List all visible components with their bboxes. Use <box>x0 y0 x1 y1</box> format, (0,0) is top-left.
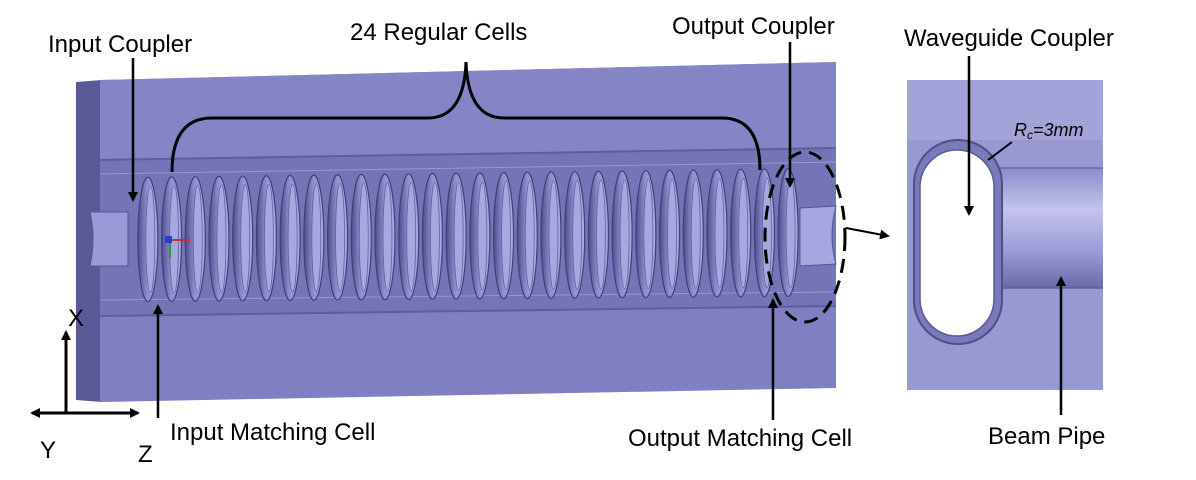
regular-cell-iris <box>382 182 393 292</box>
axis-triad <box>30 330 140 418</box>
regular-cell-iris <box>430 181 440 291</box>
axis-x-label: X <box>68 305 84 332</box>
output-coupler-label: Output Coupler <box>672 13 835 40</box>
regular-cells-brace <box>170 61 762 173</box>
regular-cell-iris <box>667 178 677 289</box>
regular-cell-iris <box>524 180 535 291</box>
regular-cell-iris <box>477 181 488 291</box>
regular-cells-label: 24 Regular Cells <box>350 19 527 46</box>
waveguide-coupler-opening <box>919 149 995 337</box>
axis-gizmo <box>165 236 190 258</box>
regular-cell-iris <box>690 178 701 289</box>
regular-cell-iris <box>287 183 298 293</box>
regular-cell-iris <box>264 184 274 293</box>
radius-label: Rc=3mm <box>1014 120 1084 142</box>
input-matching-cell-label: Input Matching Cell <box>170 419 375 446</box>
regular-cell-iris <box>453 181 464 291</box>
axis-z-label: Z <box>138 441 153 468</box>
detail-view <box>907 80 1103 390</box>
regular-cell-iris <box>572 180 583 290</box>
output-coupler-cell-iris <box>785 177 796 288</box>
regular-cell-iris <box>216 184 227 293</box>
regular-cell-iris <box>192 185 203 293</box>
body-side-face <box>76 80 102 402</box>
output-matching-cell-iris <box>762 177 772 289</box>
body-top-strip <box>100 62 836 160</box>
regular-cell-iris <box>358 182 369 292</box>
axis-y-label: Y <box>40 437 56 464</box>
input-coupler-cell-iris <box>145 185 156 294</box>
regular-cell-iris <box>335 183 345 292</box>
regular-cell-iris <box>240 184 251 293</box>
regular-cell-iris <box>548 180 559 290</box>
waveguide-coupler-label: Waveguide Coupler <box>904 25 1114 52</box>
zoom-arrow <box>845 227 890 240</box>
cavity-cells <box>137 168 799 303</box>
detail-beam-pipe <box>990 168 1103 288</box>
regular-cell-iris <box>714 178 725 289</box>
input-coupler-label: Input Coupler <box>48 31 192 58</box>
output-matching-cell-label: Output Matching Cell <box>628 425 852 452</box>
regular-cell-iris <box>406 182 417 292</box>
beam-pipe-bore-left <box>89 211 129 267</box>
zoom-highlight-ellipse <box>763 150 847 324</box>
regular-cell-iris <box>311 183 322 292</box>
regular-cell-iris <box>619 179 630 290</box>
regular-cell-iris <box>643 179 654 290</box>
structure-body <box>76 62 837 402</box>
regular-cell-iris <box>596 179 606 290</box>
beam-pipe-bore-right <box>799 205 837 267</box>
regular-cell-iris <box>501 180 511 291</box>
radius-leader-line <box>987 141 1013 161</box>
beam-pipe-label: Beam Pipe <box>988 423 1105 450</box>
regular-cell-iris <box>738 177 749 289</box>
